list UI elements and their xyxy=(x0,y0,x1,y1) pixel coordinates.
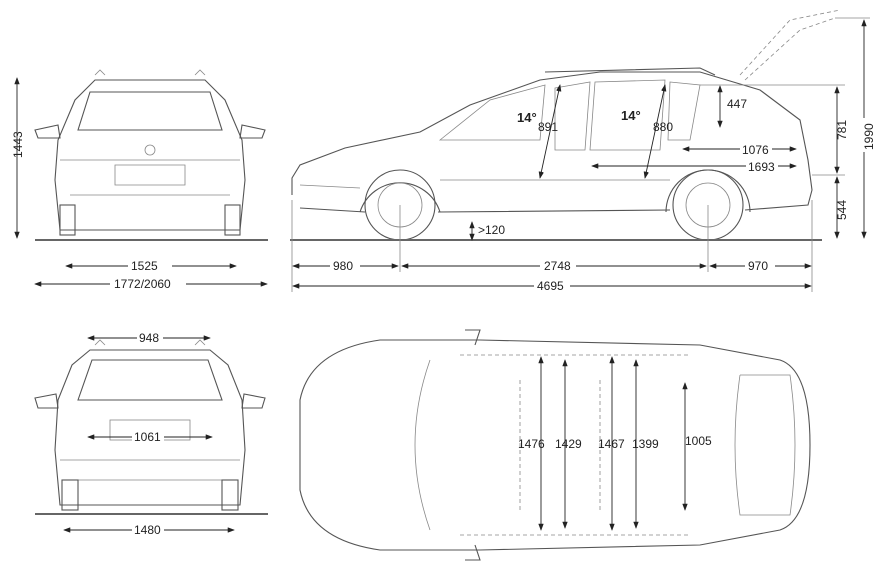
rear-track-label: 1480 xyxy=(134,523,161,537)
front-view: 1443 1525 1772/2060 xyxy=(11,69,268,291)
rear-seat-angle-label: 14° xyxy=(621,108,641,123)
boot-width-label: 1005 xyxy=(685,434,712,448)
height-tailgate-open-label: 1990 xyxy=(862,123,876,150)
ground-clearance-label: >120 xyxy=(478,223,505,237)
wheelbase-label: 2748 xyxy=(544,259,571,273)
front-overhang-label: 980 xyxy=(333,259,353,273)
rear-headroom-label: 880 xyxy=(653,120,673,134)
front-headroom-label: 891 xyxy=(538,120,558,134)
side-view: 980 2748 970 4695 >120 14° 891 14° 880 4… xyxy=(290,9,876,293)
overall-width-label: 1772/2060 xyxy=(114,277,171,291)
rear-elbow-width-label: 1467 xyxy=(598,437,625,451)
upper-height-label: 781 xyxy=(835,120,849,140)
top-view: 1476 1429 1467 1399 1005 xyxy=(299,329,811,561)
rear-shoulder-width-label: 1399 xyxy=(632,437,659,451)
boot-length-folded-label: 1693 xyxy=(748,160,775,174)
rear-view: 948 1061 1480 xyxy=(34,330,268,537)
roof-width-label: 948 xyxy=(139,331,159,345)
front-seat-angle-label: 14° xyxy=(517,110,537,125)
sill-height-label: 544 xyxy=(835,200,849,220)
rear-overhang-label: 970 xyxy=(748,259,768,273)
tailgate-width-label: 1061 xyxy=(134,430,161,444)
front-shoulder-width-label: 1429 xyxy=(555,437,582,451)
front-height-label: 1443 xyxy=(11,131,25,158)
front-elbow-width-label: 1476 xyxy=(518,437,545,451)
boot-length-label: 1076 xyxy=(742,143,769,157)
boot-height-label: 447 xyxy=(727,97,747,111)
front-track-label: 1525 xyxy=(131,259,158,273)
length-label: 4695 xyxy=(537,279,564,293)
